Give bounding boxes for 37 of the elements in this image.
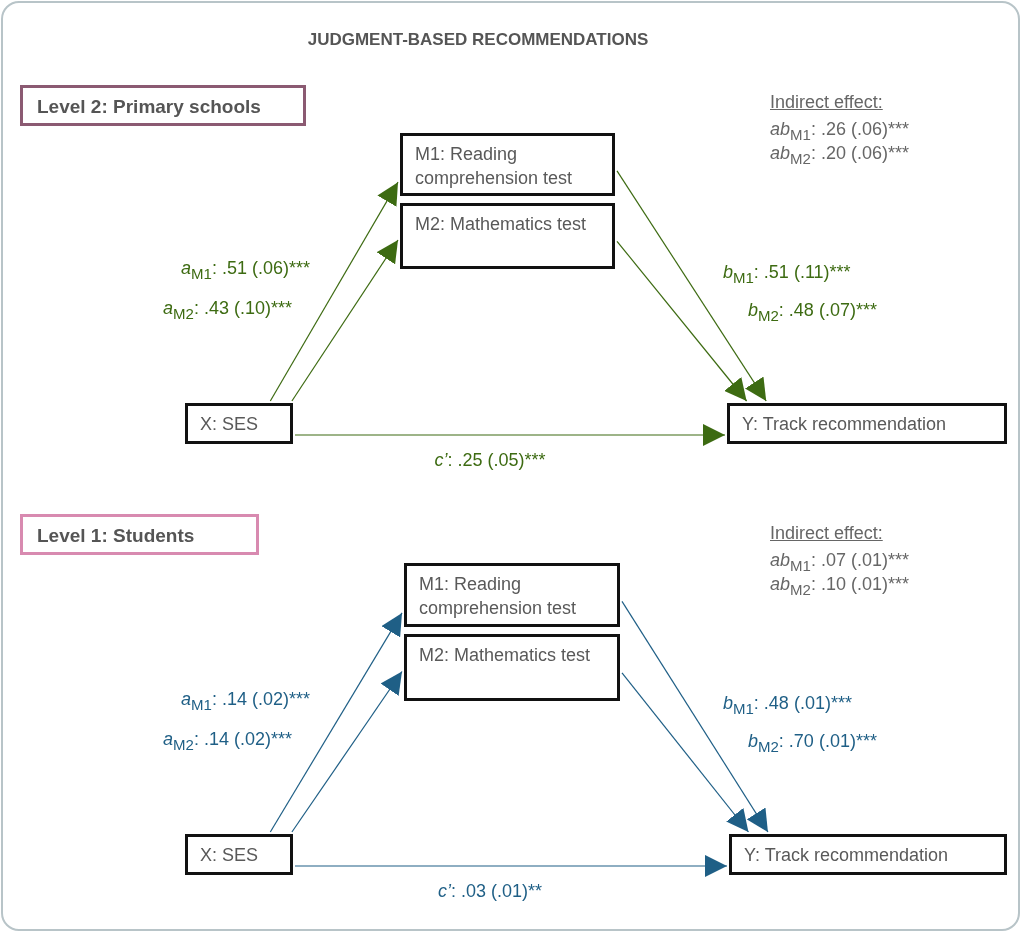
indirect-effect-value: ab$_{M2}$: .20 (.06)*** bbox=[770, 142, 909, 169]
level-heading-box: Level 1: Students bbox=[20, 514, 259, 555]
arrow bbox=[294, 424, 726, 446]
edge-label: b$_{M1}$: .48 (.01)*** bbox=[723, 693, 852, 717]
indirect-effect-value: ab$_{M1}$: .07 (.01)*** bbox=[770, 549, 909, 576]
variable-box: M2: Mathematics test bbox=[404, 634, 620, 701]
variable-box: X: SES bbox=[185, 834, 293, 875]
edge-label: c’: .03 (.01)** bbox=[436, 881, 543, 902]
edge-label: c’: .25 (.05)*** bbox=[433, 450, 547, 471]
arrow bbox=[291, 239, 399, 402]
edge-label: b$_{M2}$: .48 (.07)*** bbox=[748, 300, 877, 324]
edge-label: a$_{M2}$: .14 (.02)*** bbox=[163, 729, 292, 753]
variable-box: M1: Reading comprehension test bbox=[400, 133, 615, 196]
edge-label: b$_{M1}$: .51 (.11)*** bbox=[723, 262, 851, 286]
variable-box: Y: Track recommendation bbox=[727, 403, 1007, 444]
variable-box: M1: Reading comprehension test bbox=[404, 563, 620, 627]
arrow bbox=[616, 240, 748, 402]
variable-box: M2: Mathematics test bbox=[400, 203, 615, 269]
arrow bbox=[294, 855, 728, 877]
edge-label: a$_{M1}$: .51 (.06)*** bbox=[181, 258, 310, 282]
edge-label: a$_{M1}$: .14 (.02)*** bbox=[181, 689, 310, 713]
edge-label: b$_{M2}$: .70 (.01)*** bbox=[748, 731, 877, 755]
indirect-effect-value: ab$_{M1}$: .26 (.06)*** bbox=[770, 118, 909, 145]
arrow bbox=[621, 672, 750, 833]
diagram-title: JUDGMENT-BASED RECOMMENDATIONS bbox=[306, 30, 650, 50]
arrow bbox=[269, 181, 399, 402]
variable-box: X: SES bbox=[185, 403, 293, 444]
edge-label: a$_{M2}$: .43 (.10)*** bbox=[163, 298, 292, 322]
arrow bbox=[269, 612, 403, 833]
arrow bbox=[616, 170, 767, 402]
arrow bbox=[291, 670, 403, 833]
indirect-effect-heading: Indirect effect: bbox=[770, 91, 883, 114]
level-heading-box: Level 2: Primary schools bbox=[20, 85, 306, 126]
arrow bbox=[621, 600, 769, 833]
variable-box: Y: Track recommendation bbox=[729, 834, 1007, 875]
indirect-effect-heading: Indirect effect: bbox=[770, 522, 883, 545]
indirect-effect-value: ab$_{M2}$: .10 (.01)*** bbox=[770, 573, 909, 600]
